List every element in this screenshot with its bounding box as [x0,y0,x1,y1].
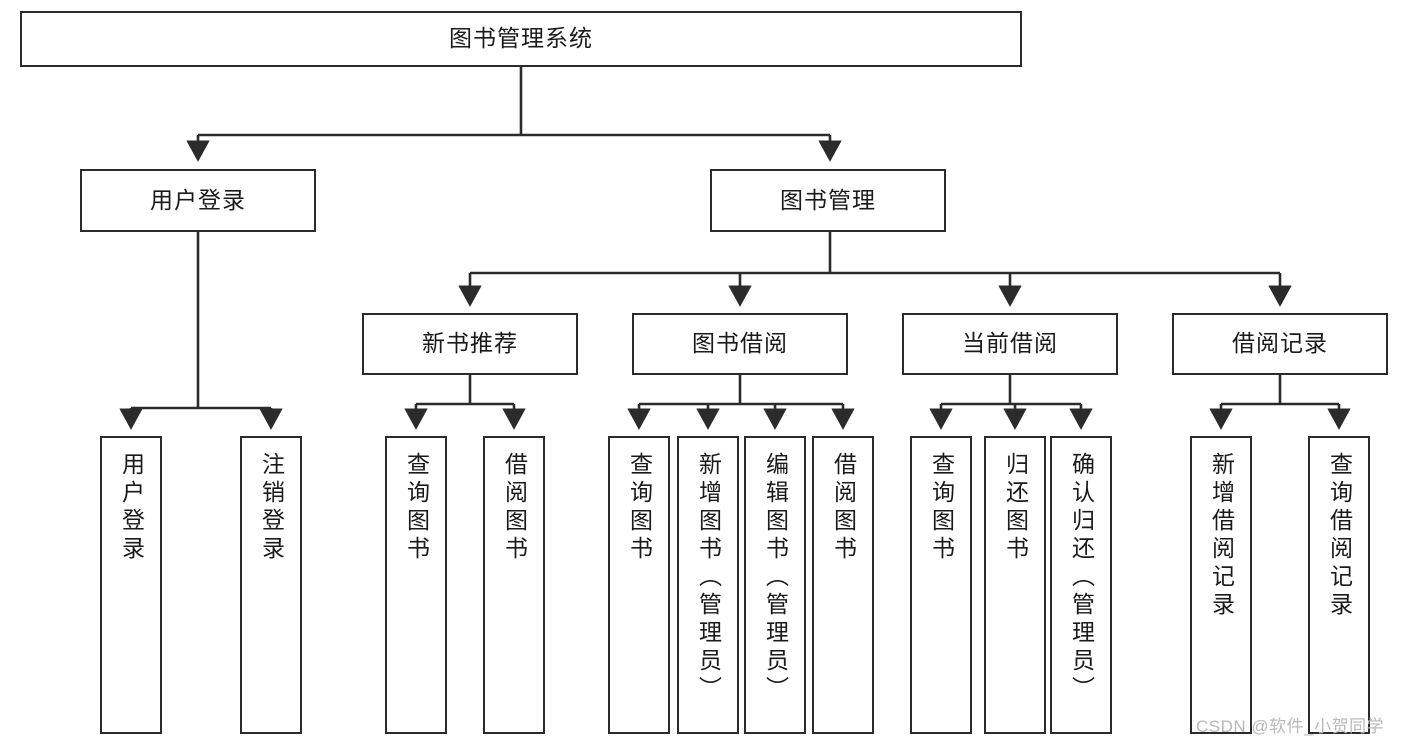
csdn-watermark: CSDN @软件_小贺同学 [1196,717,1385,736]
leaf-borrow-book-1-label: 借阅图书 [501,452,528,564]
leaf-borrow-book-2-label: 借阅图书 [830,452,857,564]
node-new-book-recommend-label: 新书推荐 [422,330,518,357]
node-current-borrow-label: 当前借阅 [962,330,1058,357]
node-book-manage[interactable]: 图书管理 [710,169,946,232]
leaf-add-record[interactable]: 新增借阅记录 [1190,436,1252,734]
leaf-user-login-label: 用户登录 [118,452,145,564]
leaf-query-book-2-label: 查询图书 [626,452,653,564]
leaf-edit-book-label: 编辑图书（管理员） [762,452,789,704]
node-book-borrow[interactable]: 图书借阅 [632,313,848,375]
leaf-confirm-return-label: 确认归还（管理员） [1068,452,1095,704]
leaf-confirm-return[interactable]: 确认归还（管理员） [1050,436,1112,734]
node-user-login-label: 用户登录 [150,186,246,213]
leaf-user-login[interactable]: 用户登录 [100,436,162,734]
leaf-query-book-3[interactable]: 查询图书 [910,436,972,734]
node-user-login[interactable]: 用户登录 [80,169,316,232]
leaf-add-book[interactable]: 新增图书（管理员） [677,436,739,734]
leaf-query-book-1[interactable]: 查询图书 [385,436,447,734]
leaf-return-book[interactable]: 归还图书 [984,436,1046,734]
node-current-borrow[interactable]: 当前借阅 [902,313,1118,375]
node-borrow-record[interactable]: 借阅记录 [1172,313,1388,375]
node-borrow-record-label: 借阅记录 [1232,330,1328,357]
leaf-borrow-book-1[interactable]: 借阅图书 [483,436,545,734]
leaf-query-book-1-label: 查询图书 [403,452,430,564]
node-new-book-recommend[interactable]: 新书推荐 [362,313,578,375]
leaf-query-record-label: 查询借阅记录 [1326,452,1353,620]
leaf-query-book-3-label: 查询图书 [928,452,955,564]
leaf-add-record-label: 新增借阅记录 [1208,452,1235,620]
leaf-add-book-label: 新增图书（管理员） [695,452,722,704]
node-root-label: 图书管理系统 [449,25,593,52]
leaf-logout-label: 注销登录 [258,452,285,564]
leaf-logout[interactable]: 注销登录 [240,436,302,734]
node-root[interactable]: 图书管理系统 [20,11,1022,67]
leaf-query-record[interactable]: 查询借阅记录 [1308,436,1370,734]
leaf-return-book-label: 归还图书 [1002,452,1029,564]
leaf-borrow-book-2[interactable]: 借阅图书 [812,436,874,734]
node-book-manage-label: 图书管理 [780,186,876,213]
leaf-query-book-2[interactable]: 查询图书 [608,436,670,734]
leaf-edit-book[interactable]: 编辑图书（管理员） [744,436,806,734]
node-book-borrow-label: 图书借阅 [692,330,788,357]
